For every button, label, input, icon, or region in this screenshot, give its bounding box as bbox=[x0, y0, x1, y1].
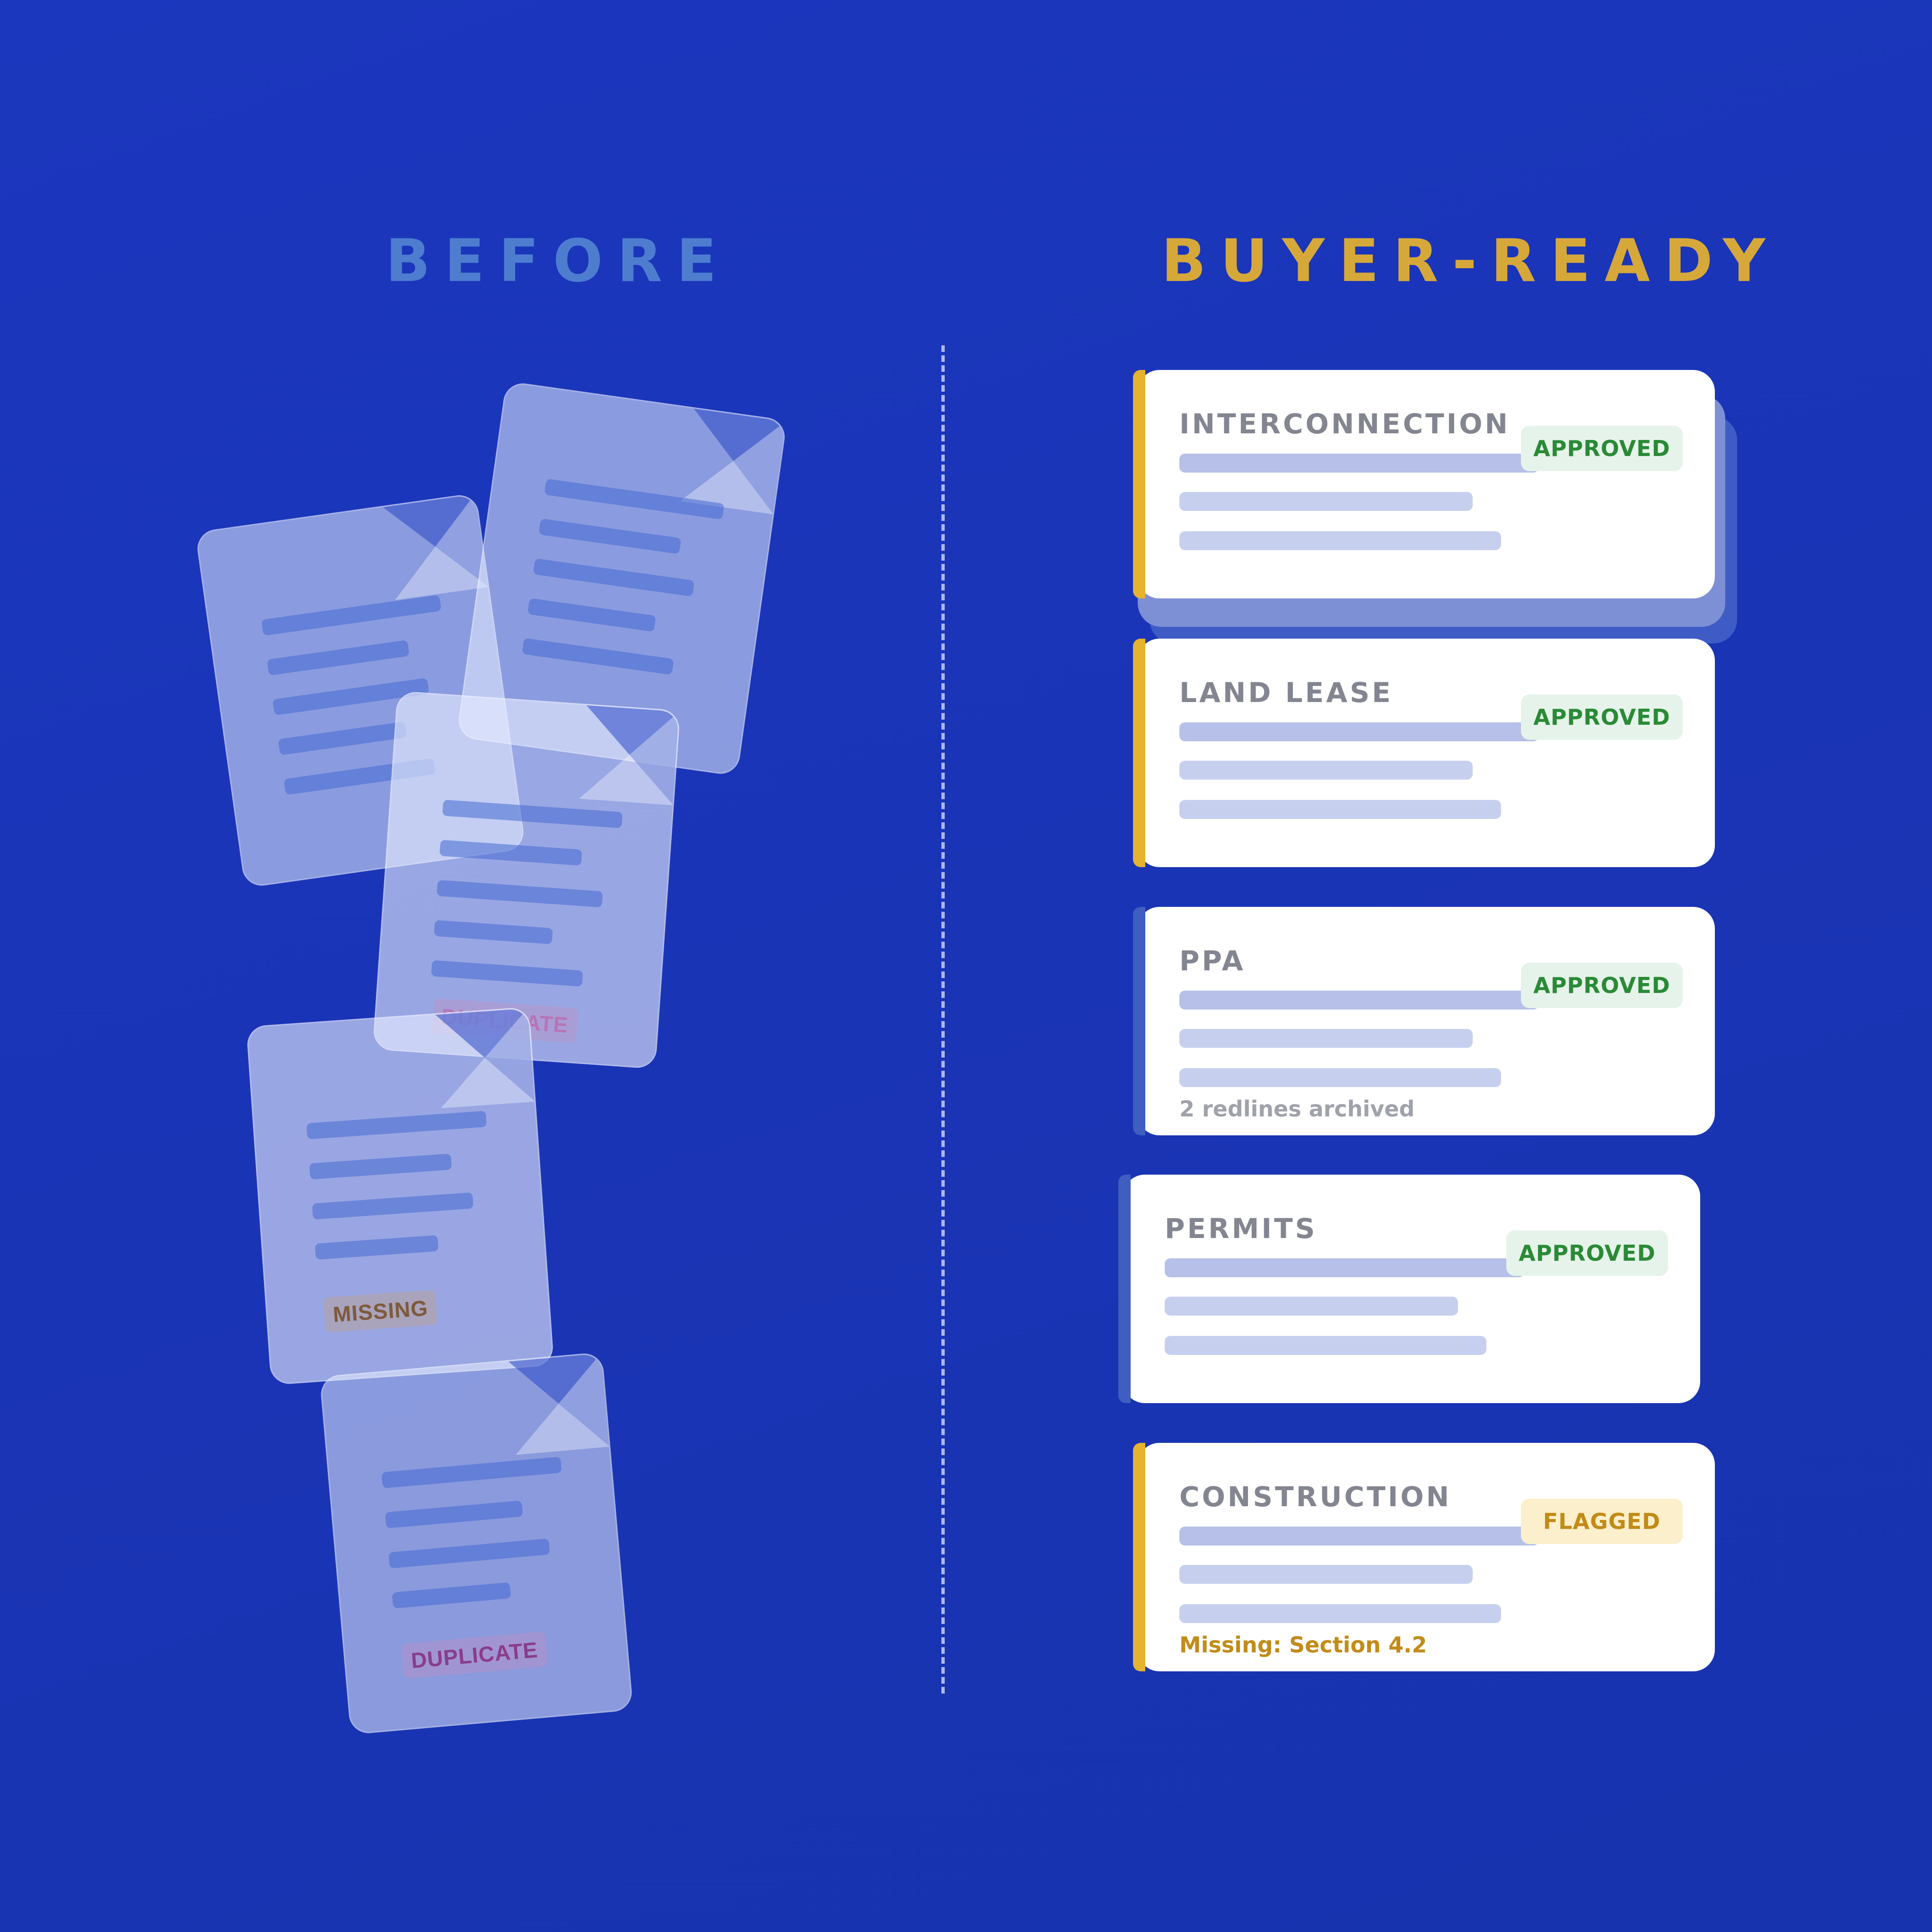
text-line bbox=[1179, 531, 1501, 550]
card-accent bbox=[1133, 1443, 1145, 1671]
card-accent bbox=[1133, 370, 1145, 598]
text-line bbox=[1179, 1565, 1473, 1584]
card-accent bbox=[1133, 639, 1145, 867]
text-line bbox=[1179, 492, 1473, 511]
status-badge: APPROVED bbox=[1521, 426, 1683, 471]
text-line bbox=[381, 1457, 562, 1489]
text-line bbox=[527, 598, 656, 632]
text-line bbox=[1165, 1258, 1524, 1277]
text-line bbox=[388, 1538, 550, 1569]
text-line bbox=[431, 960, 583, 987]
text-line bbox=[1179, 722, 1539, 741]
text-line bbox=[309, 1153, 452, 1180]
text-line bbox=[436, 879, 603, 908]
card-title: PERMITS bbox=[1165, 1212, 1317, 1245]
text-line bbox=[1179, 1604, 1501, 1623]
card-permits[interactable]: PERMITS APPROVED bbox=[1118, 1175, 1700, 1403]
text-line bbox=[1165, 1336, 1486, 1355]
card-accent bbox=[1133, 907, 1145, 1135]
text-line bbox=[1179, 761, 1473, 780]
document-5: DUPLICATE bbox=[319, 1352, 633, 1735]
text-line bbox=[266, 640, 410, 676]
text-line bbox=[312, 1192, 474, 1220]
text-line bbox=[1179, 1527, 1539, 1546]
text-line bbox=[1179, 800, 1501, 819]
status-badge: APPROVED bbox=[1521, 694, 1683, 740]
card-ppa[interactable]: PPA APPROVED 2 redlines archived bbox=[1133, 907, 1715, 1135]
dashed-divider bbox=[941, 345, 945, 1694]
text-line bbox=[434, 920, 553, 945]
text-line bbox=[439, 840, 582, 866]
status-badge: APPROVED bbox=[1506, 1230, 1668, 1276]
text-line bbox=[385, 1500, 523, 1528]
missing-tag: MISSING bbox=[323, 1290, 438, 1333]
text-line bbox=[278, 721, 407, 755]
buyer-ready-heading: BUYER-READY bbox=[1161, 227, 1780, 295]
card-title: CONSTRUCTION bbox=[1179, 1481, 1452, 1513]
text-line bbox=[306, 1111, 487, 1140]
text-line bbox=[1165, 1297, 1458, 1316]
text-line bbox=[315, 1235, 439, 1260]
text-line bbox=[538, 518, 682, 554]
text-line bbox=[392, 1582, 511, 1609]
card-title: PPA bbox=[1179, 945, 1246, 977]
text-line bbox=[1179, 1068, 1501, 1087]
document-4: MISSING bbox=[246, 1007, 554, 1386]
text-line bbox=[442, 799, 623, 828]
card-title: LAND LEASE bbox=[1179, 676, 1393, 709]
text-line bbox=[1179, 991, 1539, 1010]
status-badge: APPROVED bbox=[1521, 963, 1683, 1008]
text-line bbox=[261, 595, 442, 636]
text-line bbox=[533, 558, 695, 597]
text-line bbox=[1179, 454, 1539, 473]
card-title: INTERCONNECTION bbox=[1179, 408, 1510, 440]
card-accent bbox=[1118, 1175, 1131, 1403]
card-land-lease[interactable]: LAND LEASE APPROVED bbox=[1133, 639, 1715, 867]
text-line bbox=[521, 638, 674, 675]
card-interconnection[interactable]: INTERCONNECTION APPROVED bbox=[1133, 370, 1715, 598]
status-badge: FLAGGED bbox=[1521, 1499, 1683, 1544]
duplicate-tag: DUPLICATE bbox=[401, 1631, 548, 1679]
card-construction[interactable]: CONSTRUCTION FLAGGED Missing: Section 4.… bbox=[1133, 1443, 1715, 1671]
text-line bbox=[1179, 1029, 1473, 1048]
before-heading: BEFORE bbox=[386, 227, 731, 295]
card-note: Missing: Section 4.2 bbox=[1179, 1632, 1427, 1658]
card-note: 2 redlines archived bbox=[1179, 1096, 1415, 1122]
